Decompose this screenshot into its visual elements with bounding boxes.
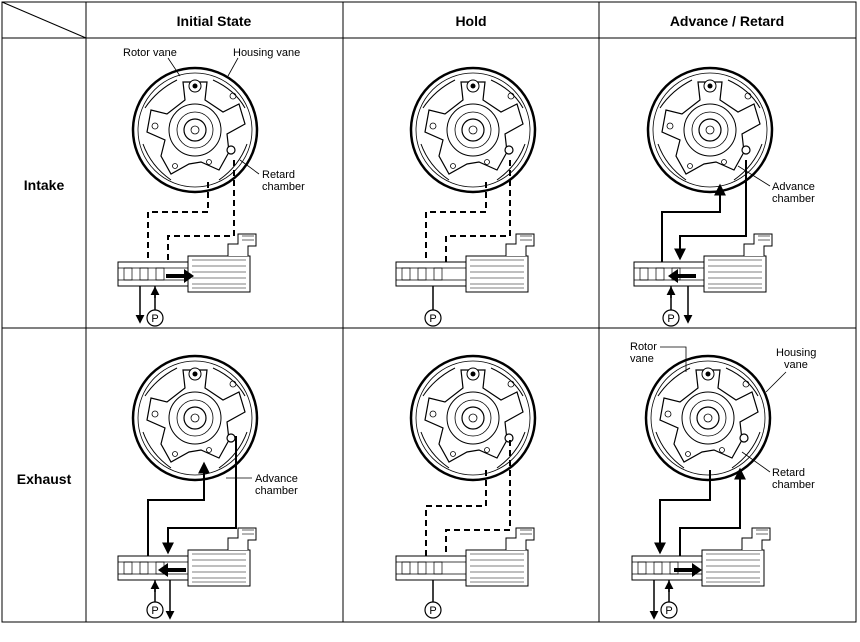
row-label-intake: Intake — [24, 177, 65, 193]
label-retard-chamber: Retard — [262, 169, 295, 181]
label-retard-chamber-2: chamber — [772, 479, 815, 491]
label-housing-vane: Housing — [776, 347, 816, 359]
label-advance-chamber-2: chamber — [255, 485, 298, 497]
table-grid — [1, 1, 857, 623]
exhaust-retard-cell: P Rotor vane Housing vane Retard chamber — [630, 341, 816, 620]
phaser-diagram — [646, 66, 774, 194]
phaser-diagram — [131, 66, 259, 194]
label-housing-vane: Housing vane — [233, 47, 300, 59]
oil-control-valve — [117, 527, 257, 587]
label-rotor-vane: Rotor — [630, 341, 657, 353]
phaser-diagram — [409, 66, 537, 194]
oil-control-valve — [395, 527, 535, 587]
label-retard-chamber: Retard — [772, 467, 805, 479]
oil-control-valve — [633, 233, 773, 293]
row-label-exhaust: Exhaust — [17, 471, 72, 487]
header-hold: Hold — [455, 13, 486, 29]
pressure-label: P — [429, 605, 436, 617]
label-housing-vane-2: vane — [784, 359, 808, 371]
intake-hold-cell: P — [395, 66, 537, 327]
exhaust-hold-cell: P — [395, 354, 537, 619]
pressure-label: P — [151, 313, 158, 325]
phaser-diagram — [409, 354, 537, 482]
oil-control-valve — [117, 233, 257, 293]
label-advance-chamber: Advance — [255, 473, 298, 485]
header-advance-retard: Advance / Retard — [670, 13, 784, 29]
pressure-label: P — [665, 605, 672, 617]
oil-control-valve — [631, 527, 771, 587]
exhaust-initial-cell: P Advance chamber — [117, 354, 298, 620]
label-advance-chamber: Advance — [772, 181, 815, 193]
label-rotor-vane: Rotor vane — [123, 47, 177, 59]
header-initial-state: Initial State — [177, 13, 252, 29]
intake-advance-cell: P Advance chamber — [633, 66, 815, 327]
label-rotor-vane-2: vane — [630, 353, 654, 365]
label-advance-chamber-2: chamber — [772, 193, 815, 205]
label-retard-chamber-2: chamber — [262, 181, 305, 193]
phaser-diagram — [131, 354, 259, 482]
intake-initial-cell: P Rotor vane Housing vane Retard chamber — [117, 47, 305, 327]
pressure-label: P — [151, 605, 158, 617]
pressure-label: P — [667, 313, 674, 325]
oil-control-valve — [395, 233, 535, 293]
pressure-label: P — [429, 313, 436, 325]
phaser-diagram — [644, 354, 772, 482]
